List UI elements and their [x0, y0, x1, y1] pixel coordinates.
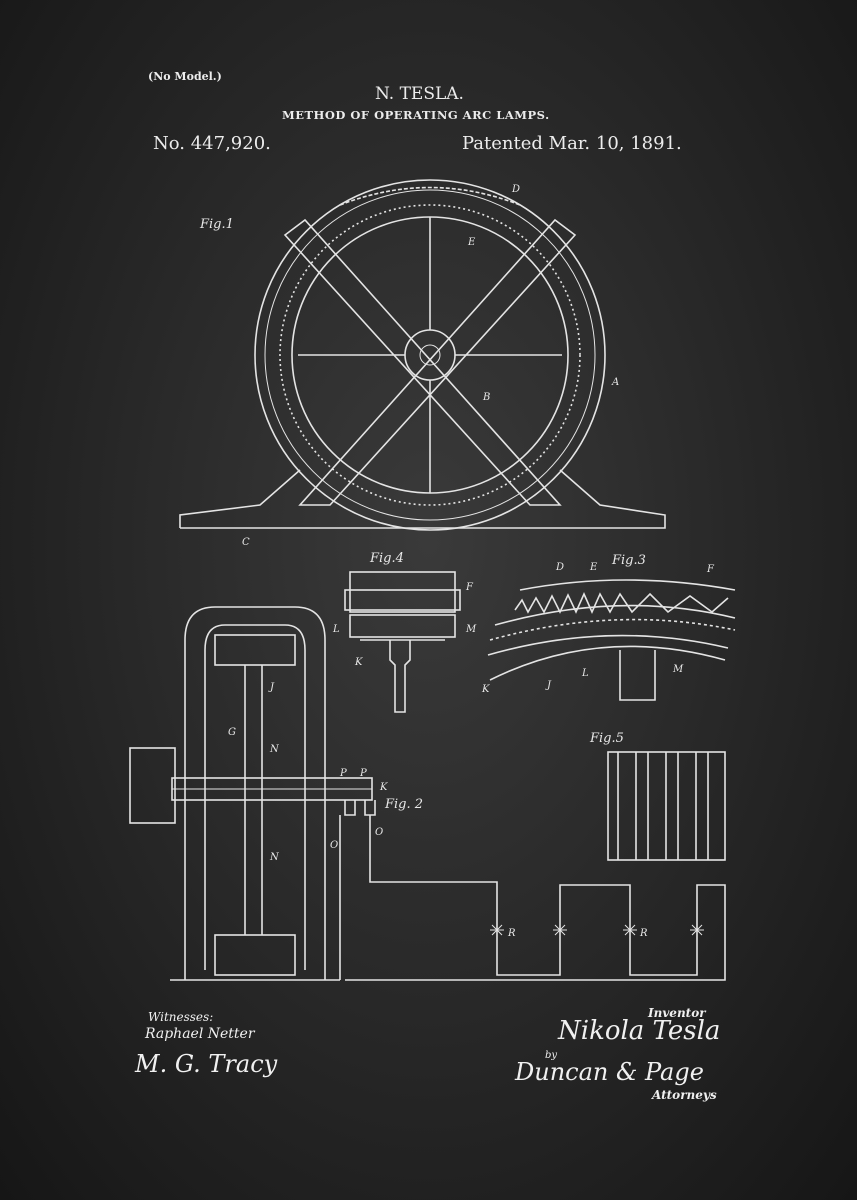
svg-text:F: F [706, 564, 715, 575]
patent-number: No. 447,920. [153, 133, 271, 154]
witness-1-signature: Raphael Netter [145, 1026, 255, 1042]
fig4-label: Fig.4 [369, 551, 404, 566]
fig3-label: Fig.3 [611, 553, 646, 568]
svg-text:J: J [268, 682, 275, 693]
svg-text:N: N [269, 852, 280, 863]
svg-text:O: O [375, 827, 383, 838]
svg-text:R: R [507, 928, 516, 939]
svg-text:D: D [555, 562, 564, 573]
svg-text:G: G [228, 727, 236, 738]
fig1-label: Fig.1 [199, 217, 234, 232]
inventor-label: Inventor [648, 1006, 706, 1020]
figure-1: Fig.1 D E A B C [179, 179, 666, 548]
patent-title: METHOD OF OPERATING ARC LAMPS. [282, 108, 550, 122]
figure-4: Fig.4 F L M K [332, 551, 477, 713]
svg-text:B: B [482, 392, 490, 403]
inventor-name: N. TESLA. [375, 84, 464, 104]
svg-text:O: O [330, 840, 338, 851]
figure-2: Fig. 2 J G N N P P K O O R R [129, 606, 726, 981]
fig5-label: Fig.5 [589, 731, 624, 746]
svg-text:J: J [545, 680, 552, 691]
svg-text:L: L [332, 624, 340, 635]
svg-text:M: M [672, 664, 684, 675]
svg-text:K: K [379, 782, 388, 793]
fig2-label: Fig. 2 [384, 797, 423, 812]
witnesses-label: Witnesses: [148, 1010, 214, 1024]
attorney-signature: Duncan & Page [515, 1058, 704, 1086]
svg-text:C: C [242, 537, 250, 548]
figure-5: Fig.5 [589, 731, 726, 861]
svg-text:L: L [581, 668, 589, 679]
svg-text:K: K [354, 657, 363, 668]
svg-text:A: A [611, 377, 619, 388]
svg-text:P: P [339, 768, 347, 779]
svg-text:D: D [511, 184, 520, 195]
svg-text:E: E [589, 562, 598, 573]
svg-text:F: F [465, 582, 474, 593]
witness-2-signature: M. G. Tracy [135, 1050, 278, 1078]
figure-3: Fig.3 D E F K J L M [481, 553, 736, 701]
inventor-signature: Nikola Tesla [558, 1016, 721, 1046]
attorneys-label: Attorneys [652, 1088, 717, 1102]
svg-text:P: P [359, 768, 367, 779]
by-label: by [545, 1050, 558, 1061]
svg-text:E: E [467, 237, 476, 248]
model-note: (No Model.) [148, 70, 222, 83]
svg-text:R: R [639, 928, 648, 939]
patent-date: Patented Mar. 10, 1891. [462, 133, 682, 154]
svg-text:K: K [481, 684, 490, 695]
svg-text:N: N [269, 744, 280, 755]
svg-text:M: M [465, 624, 477, 635]
